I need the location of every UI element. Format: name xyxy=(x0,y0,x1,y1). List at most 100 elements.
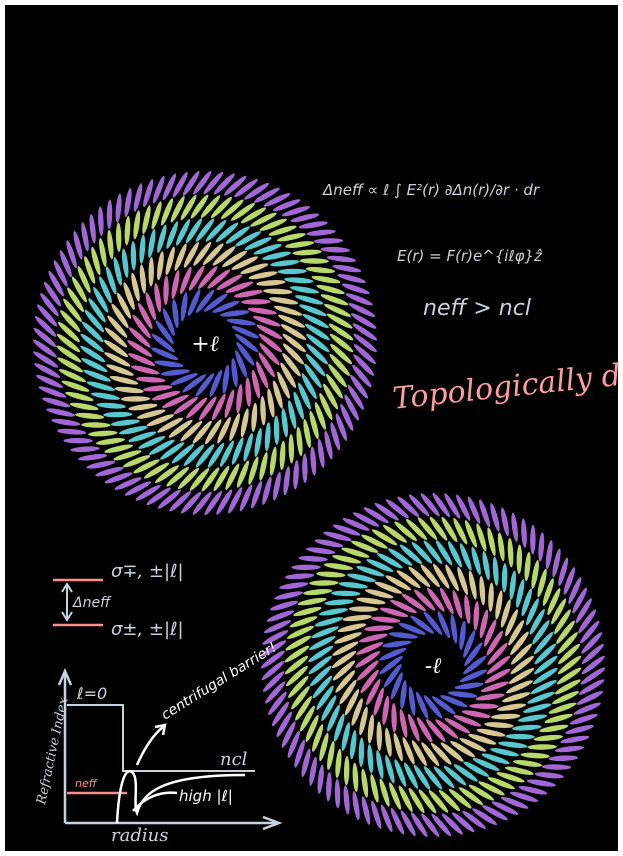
vortex-petal xyxy=(332,641,359,656)
vortex-petal xyxy=(66,240,77,269)
vortex-petal xyxy=(236,341,255,366)
vortex-petal xyxy=(529,608,545,635)
vortex-petal xyxy=(408,787,425,814)
vortex-petal xyxy=(104,352,131,367)
vortex-petal xyxy=(366,678,381,706)
vortex-petal xyxy=(330,343,353,365)
vortex-petal xyxy=(398,785,413,812)
vortex-petal xyxy=(468,784,495,801)
vortex-petal xyxy=(33,327,57,348)
vortex-petal xyxy=(198,266,218,289)
vortex-petal xyxy=(124,187,132,217)
vortex-petal xyxy=(287,730,300,758)
vortex-petal xyxy=(317,438,325,468)
vortex-petal xyxy=(244,182,269,200)
vortex-petal xyxy=(510,655,534,675)
vortex-petal xyxy=(123,455,151,468)
vortex-petal xyxy=(385,499,409,519)
vortex-petal xyxy=(317,764,324,794)
vortex-petal xyxy=(347,384,364,410)
vortex-petal xyxy=(288,675,309,698)
vortex-petal xyxy=(148,257,154,287)
vortex-petal xyxy=(390,807,405,835)
vortex-petal xyxy=(332,660,356,681)
vortex-petal xyxy=(428,790,449,813)
vortex-petal xyxy=(314,617,343,627)
vortex-petal xyxy=(379,655,403,675)
vortex-petal xyxy=(71,276,87,303)
vortex-petal xyxy=(294,739,305,768)
vortex-petal xyxy=(352,364,372,388)
vortex-petal xyxy=(258,352,275,378)
vortex-petal xyxy=(500,796,529,809)
vortex-petal xyxy=(35,374,63,388)
vortex-petal xyxy=(468,570,477,600)
vortex-petal xyxy=(143,179,154,208)
vortex-petal xyxy=(157,417,184,433)
vortex-petal xyxy=(171,443,195,464)
vortex-petal xyxy=(417,517,438,540)
vortex-petal xyxy=(239,484,253,512)
vortex-petal xyxy=(234,179,258,198)
vortex-petal xyxy=(502,692,531,703)
vortex-petal xyxy=(542,578,554,606)
vortex-petal xyxy=(200,195,221,218)
vortex-petal xyxy=(373,687,384,716)
vortex-petal xyxy=(99,276,112,304)
vortex-petal xyxy=(225,463,240,490)
vortex-petal xyxy=(341,283,370,295)
vortex-petal xyxy=(432,563,450,589)
vortex-petal xyxy=(133,210,141,240)
vortex-petal xyxy=(353,333,377,353)
vortex-petal xyxy=(311,275,341,284)
vortex-petal xyxy=(33,351,59,368)
equation-field: E(r) = F(r)e^{iℓφ}ẑ xyxy=(397,247,543,265)
vortex-petal xyxy=(356,597,386,605)
vortex-petal xyxy=(524,551,531,582)
vortex-petal xyxy=(492,556,499,586)
vortex-petal xyxy=(302,313,329,329)
vortex-petal xyxy=(459,738,487,752)
vortex-petal xyxy=(222,250,248,268)
vortex-petal xyxy=(302,453,308,483)
vortex-petal xyxy=(160,442,185,460)
vortex-petal xyxy=(414,589,436,611)
vortex-petal xyxy=(513,760,543,767)
vortex-petal xyxy=(205,219,227,242)
vortex-petal xyxy=(154,360,184,368)
vortex-petal xyxy=(162,173,177,201)
vortex-petal xyxy=(248,271,278,280)
vortex-petal xyxy=(123,282,135,310)
vortex-petal xyxy=(104,472,133,484)
vortex-petal xyxy=(350,374,369,399)
vortex-petal xyxy=(119,426,148,435)
vortex-petal xyxy=(388,548,413,566)
vortex-petal xyxy=(270,600,299,611)
vortex-petal xyxy=(385,755,395,784)
vortex-petal xyxy=(554,609,571,635)
vortex-petal xyxy=(352,762,359,793)
vortex-petal xyxy=(70,446,100,453)
vortex-petal xyxy=(490,748,519,757)
vortex-petal xyxy=(291,564,321,571)
vortex-petal xyxy=(578,679,605,695)
vortex-petal xyxy=(352,512,380,527)
vortex-petal xyxy=(295,295,324,305)
vortex-petal xyxy=(501,507,509,537)
vortex-petal xyxy=(56,333,81,353)
vortex-petal xyxy=(230,203,255,221)
vortex-petal xyxy=(173,396,198,415)
vortex-petal xyxy=(374,502,399,521)
vortex-petal xyxy=(541,764,572,770)
vortex-petal xyxy=(548,755,578,762)
vortex-petal xyxy=(170,373,198,386)
vortex-petal xyxy=(207,269,231,289)
vortex-petal xyxy=(299,705,315,732)
vortex-petal xyxy=(547,588,561,616)
vortex-petal xyxy=(308,655,332,675)
vortex-petal xyxy=(151,347,179,361)
vortex-petal xyxy=(426,587,445,612)
vortex-petal xyxy=(335,413,348,441)
vortex-petal xyxy=(34,316,57,337)
vortex-petal xyxy=(95,438,125,445)
